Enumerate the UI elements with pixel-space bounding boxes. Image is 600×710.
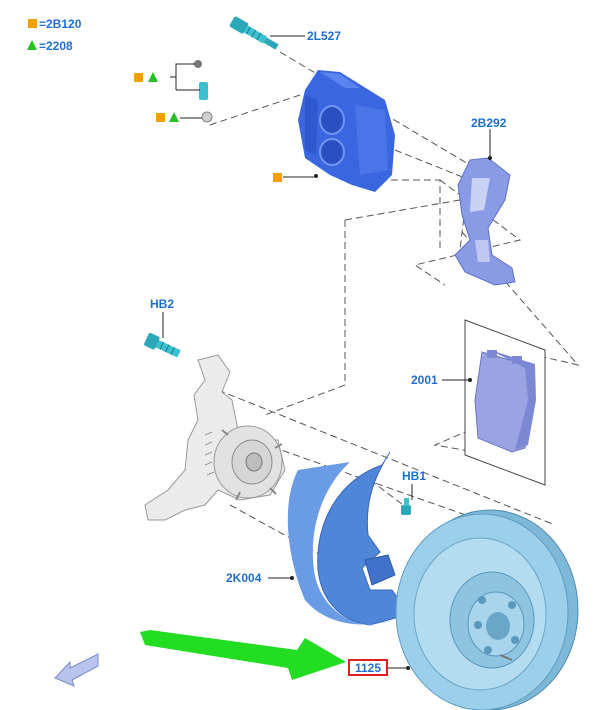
callout-1125: 1125	[355, 661, 381, 675]
legend-square-icon	[28, 19, 37, 28]
dust-shield	[287, 451, 406, 626]
legend: =2B120 =2208	[27, 17, 82, 53]
marker-square-icon	[134, 73, 143, 82]
callout-hb1: HB1	[402, 469, 426, 483]
view-direction-arrow-icon	[54, 653, 99, 687]
legend-triangle-icon	[27, 40, 37, 50]
rotor-callout-highlight	[348, 659, 388, 676]
callout-2b292: 2B292	[471, 116, 507, 130]
callout-2l527: 2L527	[307, 29, 341, 43]
marker-square-icon	[156, 113, 165, 122]
bleeder-screw-assembly	[134, 60, 213, 123]
callout-2k004: 2K004	[226, 571, 262, 585]
callout-2001: 2001	[411, 373, 438, 387]
brake-rotor	[395, 509, 579, 710]
shield-bolt	[401, 498, 411, 515]
hub-bolt	[144, 332, 181, 358]
pointer-arrow-icon	[140, 630, 346, 680]
brake-pads	[468, 350, 536, 453]
legend-label-triangle: =2208	[39, 39, 73, 53]
marker-triangle-icon	[169, 112, 179, 122]
caliper-guide-bolt	[229, 16, 279, 50]
steering-knuckle-hub	[144, 354, 286, 521]
callout-hb2: HB2	[150, 297, 174, 311]
marker-square-icon	[273, 173, 282, 182]
brake-caliper	[298, 70, 395, 192]
caliper-bracket	[454, 156, 516, 286]
legend-label-square: =2B120	[39, 17, 82, 31]
marker-triangle-icon	[148, 72, 158, 82]
